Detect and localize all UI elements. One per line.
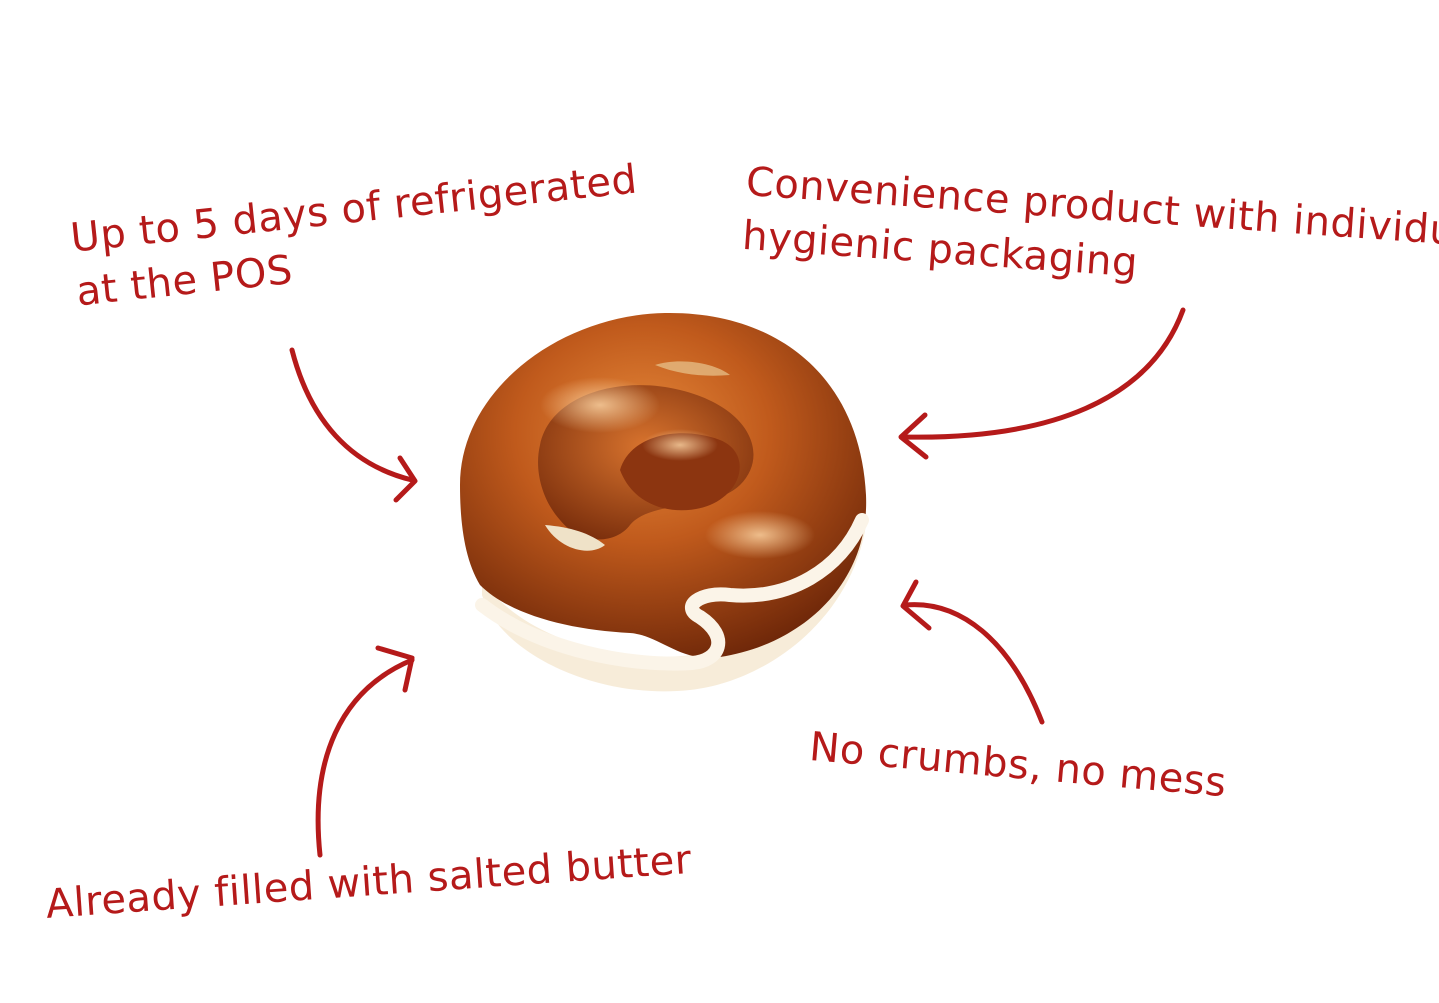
- label-no-crumbs-line-1: No crumbs, no mess: [807, 723, 1229, 807]
- label-no-crumbs: No crumbs, no mess: [807, 720, 1229, 810]
- label-butter-line-1: Already filled with salted butter: [44, 836, 694, 928]
- label-convenience: Convenience product with individual hygi…: [740, 155, 1439, 315]
- arrow-bottom-right-icon: [900, 579, 1045, 725]
- pretzel-icon: [460, 312, 869, 692]
- label-butter: Already filled with salted butter: [44, 833, 693, 932]
- arrow-bottom-left-icon: [315, 645, 415, 858]
- arrow-top-left-icon: [289, 347, 418, 503]
- arrow-top-right-icon: [898, 307, 1186, 460]
